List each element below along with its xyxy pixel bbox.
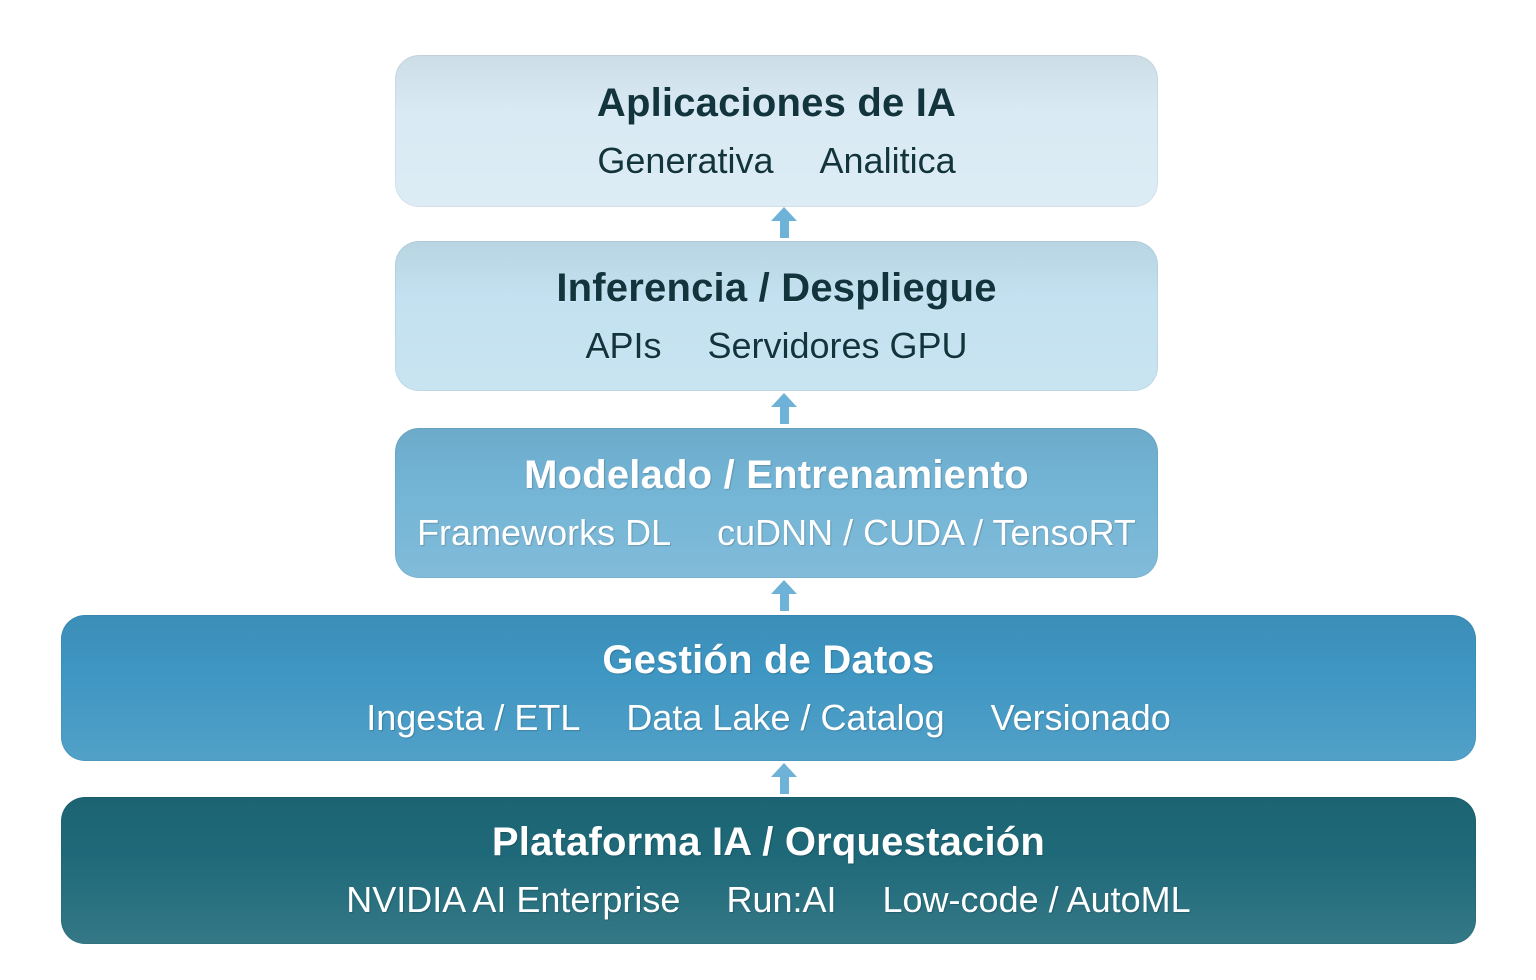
up-arrow-head	[771, 580, 797, 594]
up-arrow-icon	[771, 763, 797, 794]
layer-items: NVIDIA AI Enterprise Run:AI Low-code / Aut…	[346, 879, 1190, 920]
up-arrow-head	[771, 763, 797, 777]
up-arrow-stem	[779, 777, 789, 794]
layer-modelado: Modelado / Entrenamiento Frameworks DL cu…	[395, 428, 1158, 578]
layer-title: Inferencia / Despliegue	[556, 265, 997, 310]
layer-items: APIs Servidores GPU	[585, 325, 967, 366]
layer-item: Analitica	[819, 139, 956, 181]
layer-title: Aplicaciones de IA	[596, 80, 957, 125]
up-arrow-stem	[779, 594, 789, 611]
layer-item: Low-code / AutoML	[882, 879, 1191, 921]
up-arrow-icon	[771, 580, 797, 611]
layer-items: Generativa Analitica	[597, 140, 955, 181]
layer-title: Modelado / Entrenamiento	[524, 452, 1029, 497]
layer-item: Generativa	[597, 139, 774, 181]
layer-item: Data Lake / Catalog	[626, 696, 945, 738]
layer-item: cuDNN / CUDA / TensoRT	[717, 511, 1136, 553]
layer-inferencia: Inferencia / Despliegue APIs Servidores G…	[395, 241, 1158, 391]
up-arrow-head	[771, 393, 797, 407]
layer-plataforma: Plataforma IA / Orquestación NVIDIA AI E…	[61, 797, 1476, 944]
up-arrow-stem	[779, 407, 789, 424]
layer-gestion-datos: Gestión de Datos Ingesta / ETL Data Lake …	[61, 615, 1476, 761]
layer-item: Run:AI	[726, 879, 837, 921]
layer-items: Frameworks DL cuDNN / CUDA / TensoRT	[417, 512, 1136, 553]
layer-item: Servidores GPU	[707, 324, 968, 366]
layer-item: APIs	[585, 324, 662, 366]
layer-title: Plataforma IA / Orquestación	[491, 820, 1046, 865]
layer-item: Ingesta / ETL	[366, 696, 581, 738]
layer-item: Frameworks DL	[417, 511, 672, 553]
up-arrow-icon	[771, 393, 797, 424]
up-arrow-icon	[771, 207, 797, 238]
layer-items: Ingesta / ETL Data Lake / Catalog Versiona…	[366, 697, 1170, 738]
up-arrow-head	[771, 207, 797, 221]
layer-aplicaciones: Aplicaciones de IA Generativa Analitica	[395, 55, 1158, 207]
layer-item: Versionado	[990, 696, 1171, 738]
layer-item: NVIDIA AI Enterprise	[346, 879, 681, 921]
layer-title: Gestión de Datos	[602, 637, 935, 682]
up-arrow-stem	[779, 221, 789, 238]
